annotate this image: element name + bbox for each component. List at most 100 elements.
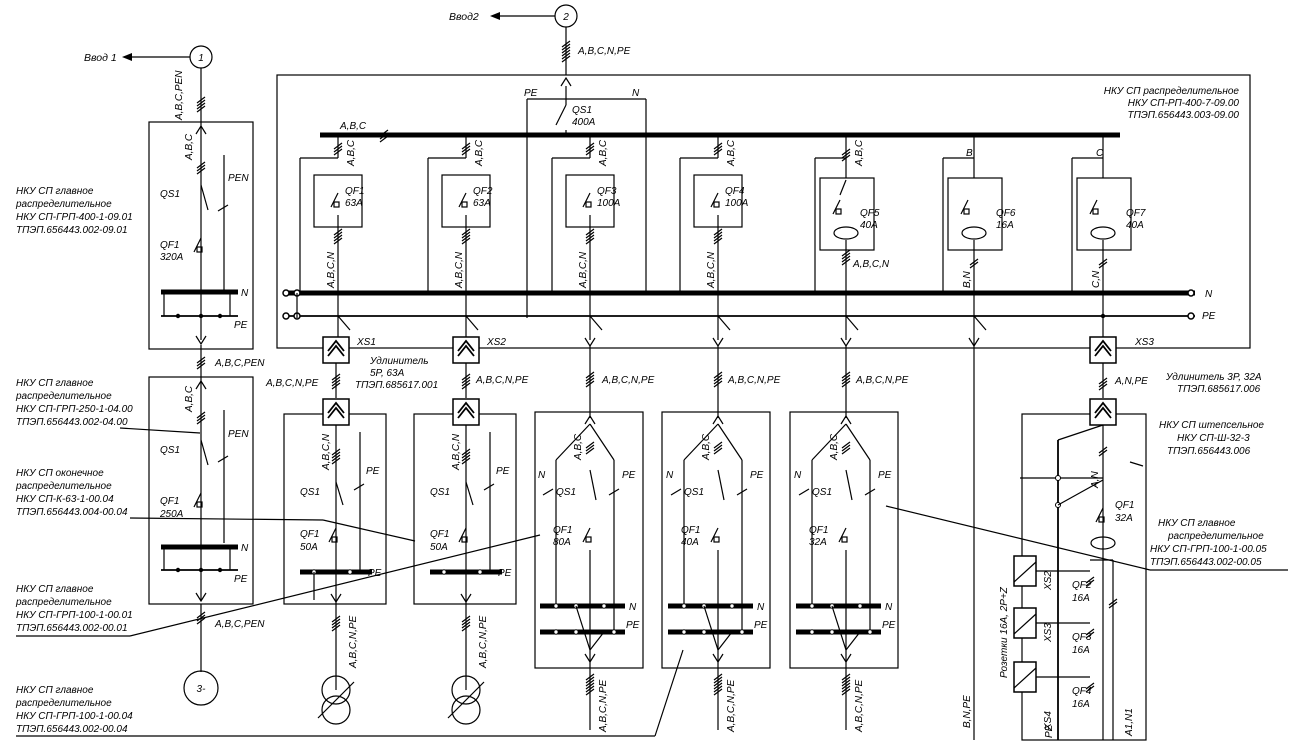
svg-text:QS1: QS1	[430, 487, 450, 498]
rp-panel-title: НКУ СП распределительное НКУ СП-РП-400-7…	[1104, 86, 1240, 121]
grp250-panel: A,B,C PEN QS1 QF1 250A N PE	[148, 376, 254, 605]
svg-text:A,B,C,N,PE: A,B,C,N,PE	[727, 375, 781, 386]
grp400-qs: QS1	[160, 189, 180, 200]
rp-feeder-5: A,B,C QF5 40A A,B,C,N	[814, 135, 890, 347]
svg-text:QF6: QF6	[996, 208, 1016, 219]
svg-text:PE: PE	[366, 466, 380, 477]
svg-text:XS2: XS2	[1043, 571, 1054, 591]
svg-text:XS1: XS1	[356, 337, 376, 348]
svg-text:QF2: QF2	[1072, 580, 1092, 591]
svg-text:N: N	[757, 602, 765, 613]
sh32-caption: НКУ СП штепсельное НКУ СП-Ш-32-3 ТПЭП.65…	[1129, 420, 1264, 467]
lower-box-1: A,B,C,N PE QS1 QF1 50A PE A,B,C,N,PE	[283, 398, 387, 725]
svg-text:A,B,C,N: A,B,C,N	[326, 251, 337, 289]
svg-text:PE: PE	[750, 470, 764, 481]
svg-text:PE: PE	[622, 470, 636, 481]
svg-text:PE: PE	[878, 470, 892, 481]
svg-text:НКУ СП-К-63-1-00.04: НКУ СП-К-63-1-00.04	[16, 494, 114, 505]
svg-text:A,B,C: A,B,C	[829, 433, 840, 461]
rp-feeder-3: A,B,C QF3 100A A,B,C,N	[551, 135, 621, 347]
grp400-pe-label: PE	[234, 320, 248, 331]
svg-text:PE: PE	[234, 574, 248, 585]
svg-text:5P, 63A: 5P, 63A	[370, 368, 405, 379]
input2-group: 2 Ввод2 A,B,C,N,PE	[449, 4, 631, 75]
svg-text:16A: 16A	[1072, 699, 1090, 710]
svg-text:A,B,C: A,B,C	[573, 433, 584, 461]
svg-text:QF1: QF1	[553, 525, 572, 536]
svg-text:НКУ СП штепсельное: НКУ СП штепсельное	[1159, 420, 1264, 431]
svg-text:PE: PE	[496, 466, 510, 477]
svg-text:A,B,C,N: A,B,C,N	[454, 251, 465, 289]
input1-group: 1 Ввод 1 A,B,C,PEN	[84, 45, 213, 340]
svg-text:ТПЭП.656443.004-00.04: ТПЭП.656443.004-00.04	[16, 507, 128, 518]
svg-text:PE: PE	[754, 620, 768, 631]
grp100-05-caption: НКУ СП главное распределительное НКУ СП-…	[1150, 518, 1267, 568]
lower-box-4: A,B,C N PE QS1 QF1 40A N PE A,B,C,N,PE	[661, 411, 771, 733]
svg-text:PE: PE	[498, 568, 512, 579]
svg-text:XS3: XS3	[1134, 337, 1154, 348]
rp-feeder-1: A,B,C QF1 63A A,B,C,N	[299, 135, 364, 340]
grp400-abc: A,B,C	[184, 133, 195, 161]
svg-text:A,B,C,N,PE: A,B,C,N,PE	[577, 46, 631, 57]
rp-feeder-2: A,B,C QF2 63A A,B,C,N	[427, 135, 493, 340]
svg-text:40A: 40A	[681, 537, 699, 548]
svg-text:250A: 250A	[159, 509, 184, 520]
svg-text:A,B,C,N,PE: A,B,C,N,PE	[478, 615, 489, 669]
svg-text:N: N	[632, 88, 640, 99]
svg-text:A,B,C: A,B,C	[184, 385, 195, 413]
svg-text:50A: 50A	[300, 542, 318, 553]
svg-text:100A: 100A	[597, 198, 621, 209]
svg-text:N: N	[538, 470, 546, 481]
input3-node	[183, 670, 219, 706]
svg-text:A,B,C: A,B,C	[701, 433, 712, 461]
svg-text:A,B,C,N,PE: A,B,C,N,PE	[726, 679, 737, 733]
xs3-socket	[1089, 336, 1117, 364]
svg-text:40A: 40A	[1126, 220, 1144, 231]
input2-number: 2	[562, 12, 569, 23]
svg-text:ТПЭП.685617.006: ТПЭП.685617.006	[1177, 384, 1261, 395]
svg-text:N: N	[1205, 289, 1213, 300]
svg-text:QS1: QS1	[812, 487, 832, 498]
ext5p-caption: Удлинитель 5P, 63A ТПЭП.685617.001	[355, 356, 438, 391]
svg-text:C,N: C,N	[1091, 270, 1102, 288]
svg-text:ТПЭП.685617.001: ТПЭП.685617.001	[355, 380, 438, 391]
svg-text:QF3: QF3	[1072, 632, 1092, 643]
svg-text:N: N	[629, 602, 637, 613]
svg-text:A,B,C,N,PE: A,B,C,N,PE	[475, 375, 529, 386]
svg-text:A,N: A,N	[1090, 471, 1101, 489]
svg-text:C: C	[1096, 148, 1104, 159]
svg-text:QF5: QF5	[860, 208, 880, 219]
svg-text:A,B,C,N: A,B,C,N	[451, 433, 462, 471]
svg-text:НКУ СП-ГРП-250-1-04.00: НКУ СП-ГРП-250-1-04.00	[16, 404, 133, 415]
svg-text:N: N	[241, 543, 249, 554]
svg-text:QS1: QS1	[684, 487, 704, 498]
sh32-panel: A,N QF1 32A XS2 QF2 16A XS3 QF3 16A XS4 …	[999, 398, 1147, 741]
svg-text:НКУ СП-ГРП-100-1-00.05: НКУ СП-ГРП-100-1-00.05	[1150, 544, 1267, 555]
svg-text:A,B,C: A,B,C	[346, 139, 357, 167]
svg-text:PE: PE	[1044, 724, 1055, 738]
svg-text:QF1: QF1	[809, 525, 828, 536]
svg-text:НКУ СП распределительное: НКУ СП распределительное	[1104, 86, 1240, 97]
svg-text:A,N,PE: A,N,PE	[1114, 376, 1148, 387]
svg-text:Удлинитель 3P, 32A: Удлинитель 3P, 32A	[1165, 372, 1262, 383]
svg-text:PE: PE	[626, 620, 640, 631]
svg-text:QS1: QS1	[300, 487, 320, 498]
svg-text:400A: 400A	[572, 117, 596, 128]
svg-text:QF1: QF1	[345, 186, 364, 197]
svg-text:QF3: QF3	[597, 186, 617, 197]
svg-text:ТПЭП.656443.002-00.05: ТПЭП.656443.002-00.05	[1150, 557, 1262, 568]
svg-text:16A: 16A	[1072, 645, 1090, 656]
svg-text:распределительное: распределительное	[15, 698, 112, 709]
svg-text:Удлинитель: Удлинитель	[369, 356, 429, 367]
svg-text:QF1: QF1	[300, 529, 319, 540]
svg-text:A,B,C,N: A,B,C,N	[321, 433, 332, 471]
svg-text:A,B,C: A,B,C	[598, 139, 609, 167]
svg-text:ТПЭП.656443.003-09.00: ТПЭП.656443.003-09.00	[1127, 110, 1239, 121]
input1-label: Ввод 1	[84, 52, 117, 64]
svg-text:QF2: QF2	[473, 186, 493, 197]
grp400-n-label: N	[241, 288, 249, 299]
svg-text:НКУ СП главное: НКУ СП главное	[16, 378, 94, 389]
svg-text:PE: PE	[882, 620, 896, 631]
svg-text:A,B,C,N: A,B,C,N	[706, 251, 717, 289]
